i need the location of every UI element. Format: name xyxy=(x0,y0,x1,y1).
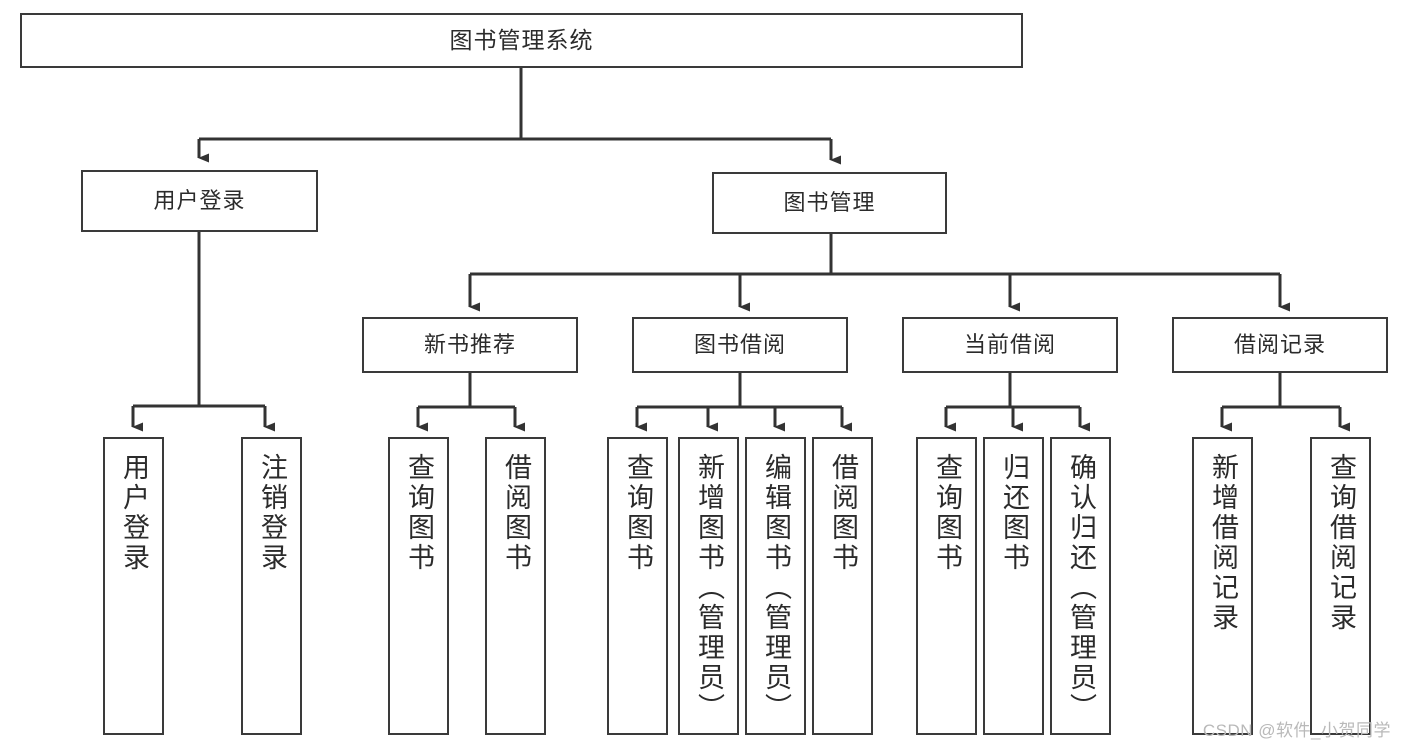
node-user-login-label: 用户登录 xyxy=(153,188,246,214)
leaf-user-login[interactable]: 用户登录 xyxy=(103,437,164,735)
node-user-login[interactable]: 用户登录 xyxy=(81,170,318,232)
leaf-rec-query-book-label: 查询图书 xyxy=(404,453,434,573)
leaf-user-login-label: 用户登录 xyxy=(119,453,149,573)
node-new-book-recommend[interactable]: 新书推荐 xyxy=(362,317,578,373)
leaf-br-add-record-label: 新增借阅记录 xyxy=(1208,453,1238,633)
node-book-borrow-label: 图书借阅 xyxy=(693,332,786,358)
node-book-manage-label: 图书管理 xyxy=(783,190,876,216)
node-root-label: 图书管理系统 xyxy=(449,27,594,54)
leaf-cb-query-book[interactable]: 查询图书 xyxy=(916,437,977,735)
leaf-rec-borrow-book-label: 借阅图书 xyxy=(501,453,531,573)
leaf-br-query-record[interactable]: 查询借阅记录 xyxy=(1310,437,1371,735)
leaf-br-query-record-label: 查询借阅记录 xyxy=(1326,453,1356,633)
leaf-cb-return-book[interactable]: 归还图书 xyxy=(983,437,1044,735)
leaf-bb-borrow-book[interactable]: 借阅图书 xyxy=(812,437,873,735)
node-book-borrow[interactable]: 图书借阅 xyxy=(632,317,848,373)
leaf-user-logout[interactable]: 注销登录 xyxy=(241,437,302,735)
node-current-borrow[interactable]: 当前借阅 xyxy=(902,317,1118,373)
leaf-bb-edit-book[interactable]: 编辑图书（管理员） xyxy=(745,437,806,735)
node-new-book-recommend-label: 新书推荐 xyxy=(423,332,516,358)
leaf-bb-query-book-label: 查询图书 xyxy=(623,453,653,573)
leaf-cb-query-book-label: 查询图书 xyxy=(932,453,962,573)
leaf-cb-confirm-return-label: 确认归还（管理员） xyxy=(1066,453,1096,723)
node-current-borrow-label: 当前借阅 xyxy=(963,332,1056,358)
leaf-user-logout-label: 注销登录 xyxy=(257,453,287,573)
leaf-bb-edit-book-label: 编辑图书（管理员） xyxy=(761,453,791,723)
node-borrow-record-label: 借阅记录 xyxy=(1233,332,1326,358)
leaf-bb-add-book[interactable]: 新增图书（管理员） xyxy=(678,437,739,735)
node-borrow-record[interactable]: 借阅记录 xyxy=(1172,317,1388,373)
node-root[interactable]: 图书管理系统 xyxy=(20,13,1023,68)
watermark-text: CSDN @软件_小贺同学 xyxy=(1202,721,1391,740)
leaf-rec-borrow-book[interactable]: 借阅图书 xyxy=(485,437,546,735)
leaf-bb-query-book[interactable]: 查询图书 xyxy=(607,437,668,735)
leaf-br-add-record[interactable]: 新增借阅记录 xyxy=(1192,437,1253,735)
leaf-bb-add-book-label: 新增图书（管理员） xyxy=(694,453,724,723)
leaf-bb-borrow-book-label: 借阅图书 xyxy=(828,453,858,573)
node-book-manage[interactable]: 图书管理 xyxy=(712,172,947,234)
leaf-cb-return-book-label: 归还图书 xyxy=(999,453,1029,573)
leaf-cb-confirm-return[interactable]: 确认归还（管理员） xyxy=(1050,437,1111,735)
leaf-rec-query-book[interactable]: 查询图书 xyxy=(388,437,449,735)
